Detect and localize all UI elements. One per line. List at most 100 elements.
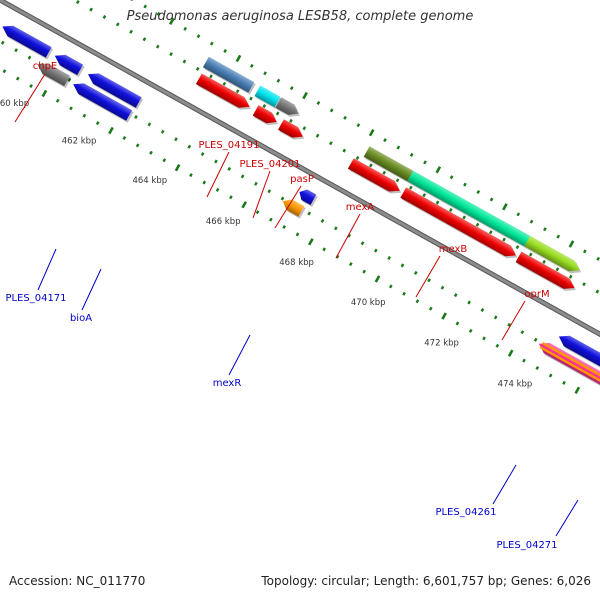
minor-tick [254,181,258,186]
minor-tick [415,299,420,304]
minor-tick [143,4,148,9]
minor-tick [95,121,100,126]
minor-tick [275,111,280,116]
topology-text: Topology: circular; Length: 6,601,757 bp… [261,574,591,588]
major-tick [441,312,447,320]
tick-label-466: 466 kbp [206,217,241,227]
minor-tick [468,328,473,333]
minor-tick [373,248,378,253]
feature-layer [2,25,600,386]
gene-label-ples04271: PLES_04271 [496,540,557,551]
minor-tick [195,66,200,71]
gene-label-pasp: pasP [290,174,314,185]
major-tick [174,163,181,172]
minor-tick [267,189,272,194]
minor-tick [347,233,352,238]
minor-tick [276,78,281,83]
minor-tick [348,262,353,267]
gene-feature-f-blue-0 [2,25,52,58]
minor-tick [342,148,347,153]
minor-tick [427,278,431,283]
gene-feature-f-gray-0 [37,63,70,87]
gene-feature-f-gray-1 [275,97,299,115]
minor-tick [102,15,107,19]
major-tick [241,201,248,209]
gene-label-ples04201: PLES_04201 [239,159,300,170]
minor-tick [89,7,93,12]
minor-tick [27,55,32,60]
minor-tick [29,84,33,88]
minor-tick [482,336,486,341]
leader-line-mexa [335,213,361,259]
gene-label-ples04171: PLES_04171 [5,293,66,304]
tick-label-462: 462 kbp [62,137,97,147]
minor-tick [149,150,153,155]
minor-tick [15,76,20,81]
minor-tick [182,59,187,64]
minor-tick [388,284,393,289]
minor-tick [135,143,140,148]
minor-tick [147,122,152,127]
gene-feature-f-blue-4 [299,189,317,205]
gene-feature-f-blue-3 [73,83,133,121]
major-tick [235,54,242,63]
minor-tick [448,208,453,212]
minor-tick [528,252,533,257]
minor-tick [463,182,467,187]
minor-tick [395,178,400,183]
gene-label-mexa: mexA [346,202,375,213]
major-tick [374,275,381,283]
major-tick [435,166,442,174]
major-tick [168,17,175,26]
major-tick [307,238,314,246]
leader-line-ples04171 [37,248,57,291]
minor-tick [533,337,538,342]
minor-tick [382,170,387,175]
minor-tick [316,101,321,105]
minor-tick [215,187,220,192]
minor-tick [322,247,326,252]
gene-feature-f-red-3 [278,119,303,138]
feature-stripe [542,342,600,377]
minor-tick [522,358,526,363]
minor-tick [82,113,87,118]
minor-tick [453,293,458,298]
minor-tick [582,282,586,287]
minor-tick [542,259,546,264]
minor-tick [535,366,540,370]
leader-line-pasp [274,185,302,229]
minor-tick [2,69,7,74]
minor-tick [183,26,187,31]
minor-tick [383,138,387,143]
tick-label-464: 464 kbp [132,176,167,186]
major-tick [507,349,514,357]
minor-tick [196,34,201,39]
minor-tick [396,145,401,150]
map-title: Pseudomonas aeruginosa LESB58, complete … [126,9,474,24]
minor-tick [562,380,566,385]
minor-tick [568,274,573,279]
minor-tick [583,249,587,254]
minor-tick [334,226,338,231]
gene-feature-f-blue-2 [88,73,142,108]
major-tick [574,386,581,395]
minor-tick [335,254,340,259]
minor-tick [355,156,360,160]
major-tick [108,126,114,135]
minor-tick [476,190,481,194]
tick-label-470: 470 kbp [351,298,386,308]
backbone-layer [0,0,600,338]
minor-tick [263,71,267,76]
minor-tick [360,241,365,246]
leader-line-chpE [14,73,46,123]
gene-label-bioa: bioA [70,313,92,324]
minor-tick [462,215,466,220]
minor-tick [235,89,240,94]
minor-tick [315,133,320,138]
minor-tick [489,197,494,202]
minor-tick [249,63,254,68]
minor-tick [507,322,511,327]
